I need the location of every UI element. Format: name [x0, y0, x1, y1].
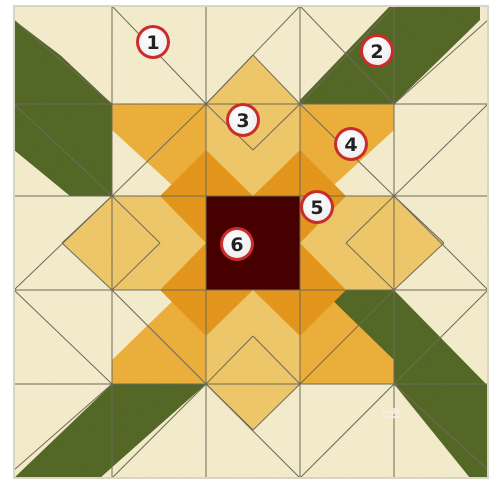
marker-6: 6: [220, 227, 254, 261]
marker-6-label: 6: [230, 234, 243, 256]
marker-2: 2: [360, 34, 394, 68]
marker-1-label: 1: [146, 32, 159, 54]
marker-2-label: 2: [370, 41, 383, 63]
marker-5: 5: [300, 190, 334, 224]
marker-3-label: 3: [236, 110, 249, 132]
marker-1: 1: [136, 25, 170, 59]
marker-4-label: 4: [344, 134, 357, 156]
watermark: ದಔ: [382, 406, 401, 422]
marker-5-label: 5: [310, 197, 323, 219]
marker-3: 3: [226, 103, 260, 137]
marker-4: 4: [334, 127, 368, 161]
